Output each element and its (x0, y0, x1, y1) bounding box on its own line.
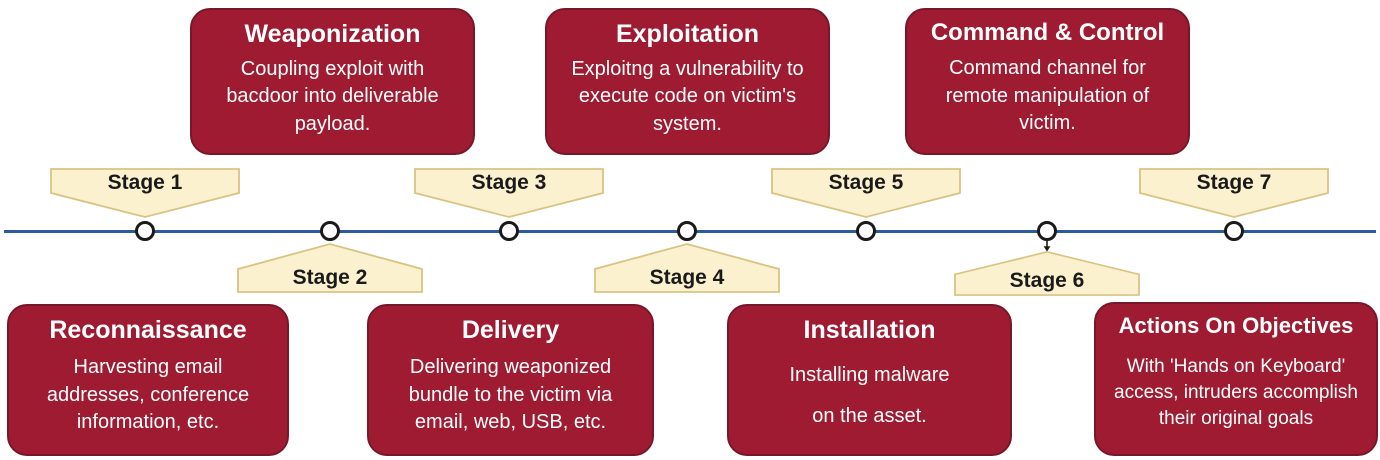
stage-label: Stage 1 (107, 171, 183, 194)
kill-chain-box-reconnaissance: Reconnaissance Harvesting email addresse… (7, 304, 289, 456)
stage-label: Stage 3 (471, 171, 547, 194)
stage-pointer-shape (954, 251, 1140, 296)
stage-pointer-shape (50, 168, 240, 218)
stage-label: Stage 2 (292, 266, 368, 289)
timeline-node-2 (320, 221, 340, 241)
stage-label: Stage 4 (649, 266, 725, 289)
box-body: With 'Hands on Keyboard' access, intrude… (1114, 356, 1358, 429)
stage-pointer-2: Stage 2 (237, 243, 423, 293)
down-arrow-icon (1043, 240, 1051, 252)
box-title: Exploitation (615, 20, 760, 48)
stage-label: Stage 5 (828, 171, 904, 194)
box-title: Installation (803, 316, 936, 344)
timeline-node-4 (677, 221, 697, 241)
timeline-node-1 (135, 221, 155, 241)
stage-pointer-shape (414, 168, 604, 218)
box-title: Actions On Objectives (1118, 313, 1354, 338)
timeline-node-3 (499, 221, 519, 241)
box-body: Delivering weaponized bundle to the vict… (408, 356, 613, 434)
stage-label: Stage 6 (1009, 269, 1085, 292)
kill-chain-box-exploitation: Exploitation Exploitng a vulnerability t… (545, 8, 830, 155)
box-body: Command channel for remote manipulation … (945, 57, 1150, 135)
box-body: Installing malware on the asset. (789, 363, 950, 427)
box-title: Weaponization (244, 20, 421, 48)
timeline-node-5 (856, 221, 876, 241)
stage-pointer-7: Stage 7 (1139, 168, 1329, 218)
timeline-node-7 (1224, 221, 1244, 241)
box-title: Delivery (461, 316, 560, 344)
box-title: Command & Control (930, 19, 1165, 46)
box-body: Harvesting email addresses, conference i… (46, 356, 250, 434)
box-title: Reconnaissance (49, 316, 247, 344)
stage-pointer-shape (594, 243, 780, 293)
stage-pointer-4: Stage 4 (594, 243, 780, 293)
stage-pointer-shape (237, 243, 423, 293)
stage-pointer-3: Stage 3 (414, 168, 604, 218)
box-body: Exploitng a vulnerability to execute cod… (571, 57, 804, 135)
stage-pointer-6: Stage 6 (954, 251, 1140, 296)
kill-chain-box-actions-on-objectives: Actions On Objectives With 'Hands on Key… (1094, 302, 1378, 456)
timeline-node-6 (1037, 221, 1057, 241)
kill-chain-box-delivery: Delivery Delivering weaponized bundle to… (367, 304, 654, 456)
stage-pointer-shape (771, 168, 961, 218)
kill-chain-box-weaponization: Weaponization Coupling exploit with bacd… (190, 8, 475, 155)
kill-chain-box-command-and-control: Command & Control Command channel for re… (905, 8, 1190, 155)
stage-pointer-5: Stage 5 (771, 168, 961, 218)
box-body: Coupling exploit with bacdoor into deliv… (226, 57, 439, 135)
stage-label: Stage 7 (1196, 171, 1272, 194)
stage-pointer-1: Stage 1 (50, 168, 240, 218)
stage-pointer-shape (1139, 168, 1329, 218)
kill-chain-box-installation: Installation Installing malware on the a… (727, 304, 1012, 456)
